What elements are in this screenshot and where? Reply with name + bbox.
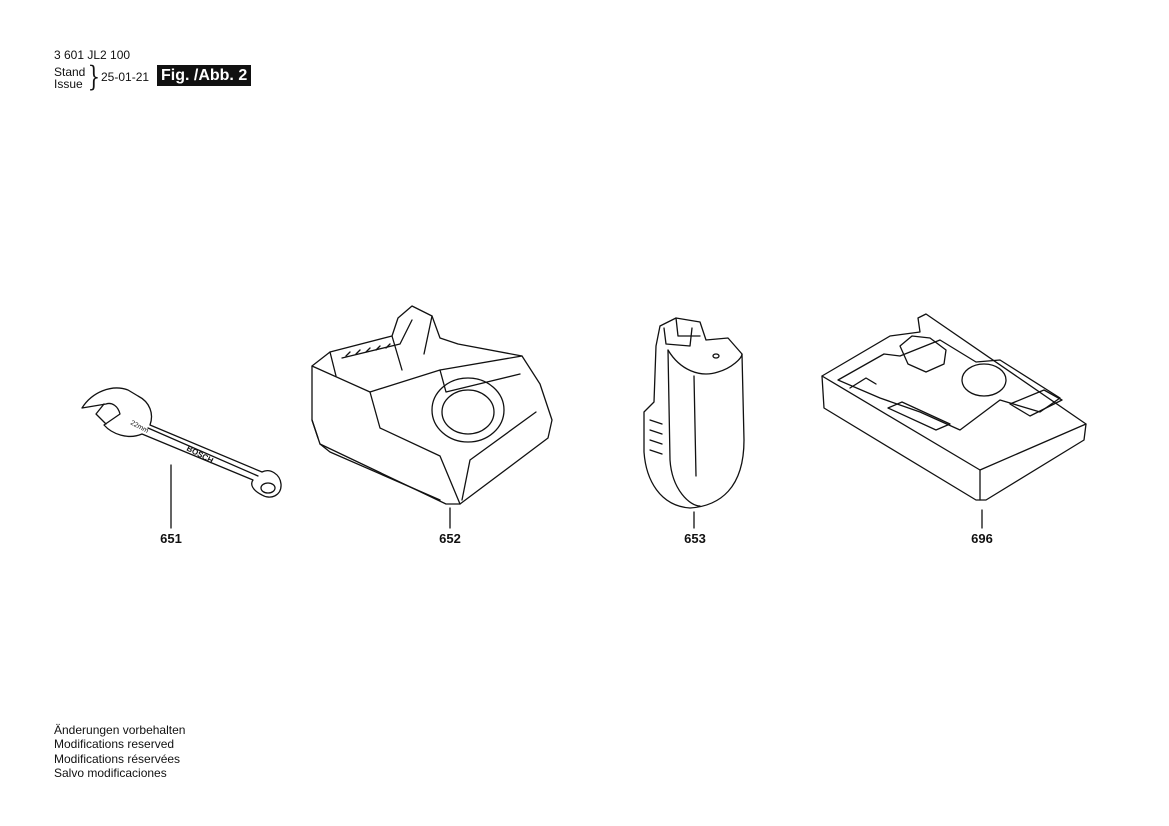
part-number-652: 652	[439, 531, 461, 546]
notice-line-fr: Modifications réservées	[54, 751, 181, 766]
spanner-size-engraving: 22mm	[129, 420, 150, 435]
brace-symbol: }	[87, 60, 101, 93]
spanner-brand-engraving: BOSCH	[185, 444, 215, 466]
issue-date: 25-01-21	[101, 70, 150, 84]
modifications-notice: Änderungen vorbehalten Modifications res…	[54, 723, 185, 781]
notice-line-en: Modifications reserved	[54, 737, 175, 752]
spanner-illustration: 22mm BOSCH	[81, 387, 282, 529]
charger-illustration	[311, 305, 553, 529]
stand-issue-label: Stand Issue	[54, 66, 85, 90]
part-number-653: 653	[684, 531, 706, 546]
notice-line-es: Salvo modificaciones	[54, 766, 167, 781]
issue-label: Issue	[54, 77, 83, 91]
part-number-696: 696	[971, 531, 993, 546]
notice-line-de: Änderungen vorbehalten	[54, 723, 186, 737]
document-code: 3 601 JL2 100	[54, 48, 131, 62]
battery-illustration	[643, 317, 745, 529]
stand-label: Stand	[54, 65, 86, 79]
case-insert-illustration	[821, 313, 1087, 529]
figure-label: Fig. /Abb. 2	[157, 65, 252, 86]
part-number-651: 651	[160, 531, 182, 546]
